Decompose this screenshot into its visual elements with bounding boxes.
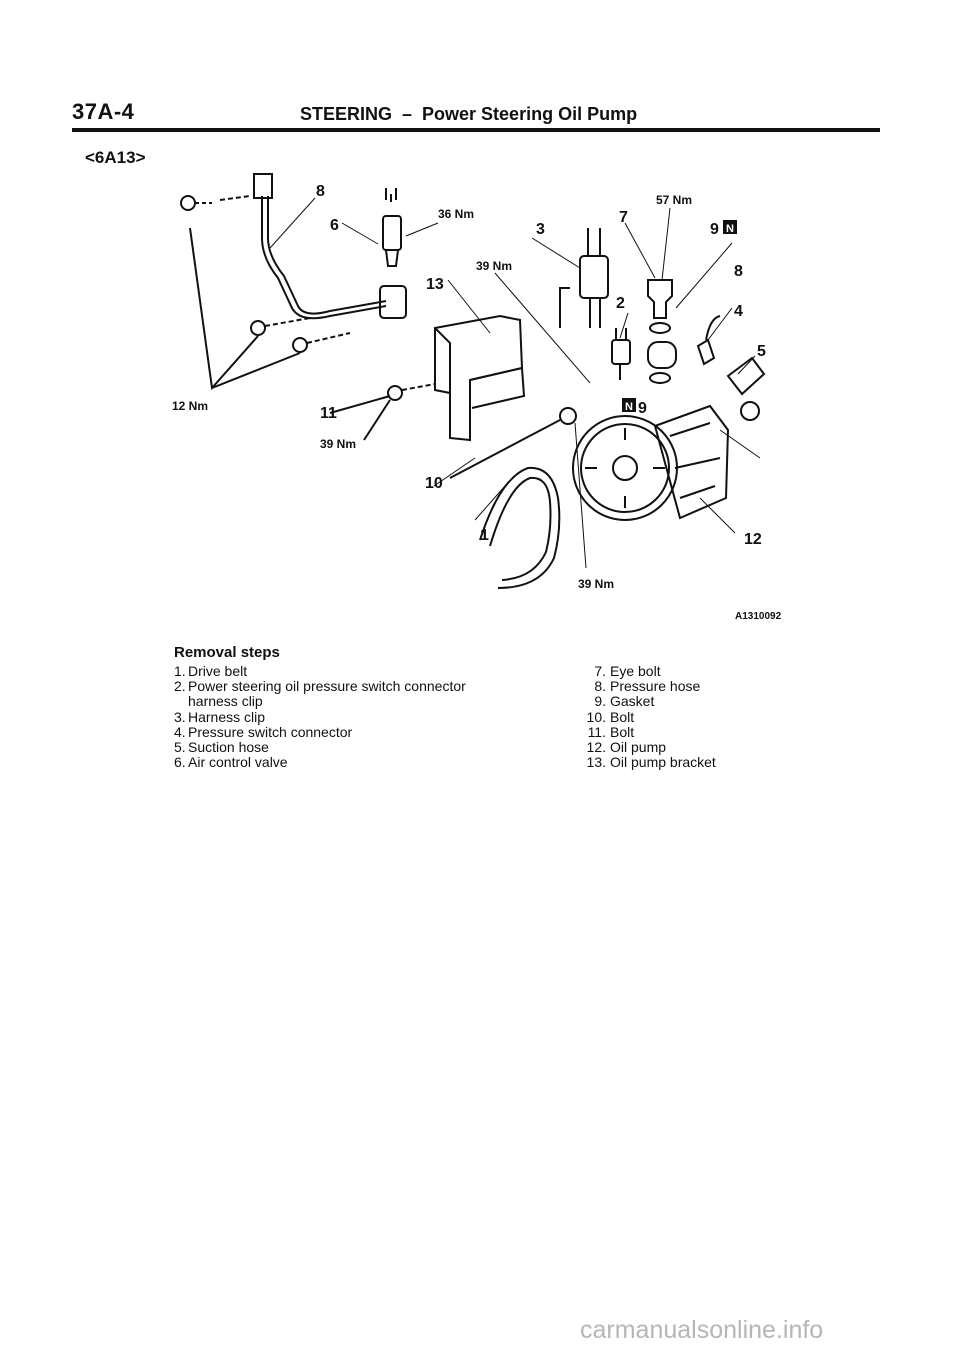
svg-text:12 Nm: 12 Nm (172, 399, 208, 413)
header-rule (72, 128, 880, 132)
svg-text:2: 2 (616, 295, 625, 312)
gasket (649, 372, 671, 384)
svg-text:8: 8 (734, 263, 743, 280)
watermark: carmanualsonline.info (580, 1316, 824, 1344)
n-symbol-icon: N N (622, 220, 737, 413)
svg-text:4: 4 (734, 303, 743, 320)
list-item: 1.Drive belt (174, 663, 248, 679)
removal-steps-left: 1.Drive belt 2.Power steering oil pressu… (174, 663, 474, 771)
air-control-valve (382, 215, 402, 251)
list-item: 6.Air control valve (174, 754, 288, 771)
pressure-hose-pipe (261, 196, 387, 320)
pressure-switch-connector (696, 338, 716, 366)
svg-text:9: 9 (638, 400, 647, 417)
list-item: 5.Suction hose (174, 739, 269, 756)
hose-union (379, 285, 407, 319)
svg-text:1: 1 (480, 527, 489, 544)
list-item: 12.Oil pump (586, 739, 667, 756)
svg-text:N: N (726, 223, 734, 235)
svg-text:13: 13 (426, 276, 444, 293)
removal-steps-right: 7.Eye bolt 8.Pressure hose 9.Gasket 10.B… (580, 663, 800, 771)
eye-bolt (647, 279, 673, 319)
svg-text:36 Nm: 36 Nm (438, 207, 474, 221)
bolt-icon (559, 407, 577, 425)
bolt-icon (250, 320, 266, 336)
oil-pump-body (653, 404, 730, 520)
list-item: 3.Harness clip (174, 708, 266, 725)
svg-text:6: 6 (330, 217, 339, 234)
gasket (649, 322, 671, 334)
list-item: 4.Pressure switch connector (174, 723, 353, 740)
svg-text:39 Nm: 39 Nm (578, 577, 614, 591)
svg-text:57 Nm: 57 Nm (656, 193, 692, 207)
oil-pump-bracket (434, 314, 524, 442)
svg-text:10: 10 (425, 475, 443, 492)
harness-clip (579, 255, 609, 299)
list-item: 7.Eye bolt (594, 663, 661, 679)
svg-text:3: 3 (536, 221, 545, 238)
model-code: <6A13> (85, 148, 146, 167)
list-item: 8.Pressure hose (594, 678, 701, 695)
list-item: 13.Oil pump bracket (586, 754, 716, 771)
bolt-icon (387, 385, 403, 401)
bolt-icon (180, 195, 196, 211)
svg-text:11: 11 (320, 405, 337, 422)
connector-clip (611, 339, 631, 365)
drive-belt (479, 466, 561, 589)
page-number: 37A-4 (72, 99, 135, 124)
svg-text:9: 9 (710, 221, 719, 238)
list-item: 9.Gasket (594, 693, 655, 710)
pressure-hose-eye (647, 341, 677, 369)
svg-text:39 Nm: 39 Nm (320, 437, 356, 451)
svg-text:12: 12 (744, 531, 762, 548)
svg-text:8: 8 (316, 183, 325, 200)
svg-text:5: 5 (757, 343, 766, 360)
bolt-icon (292, 337, 308, 353)
svg-text:7: 7 (619, 209, 628, 226)
svg-text:N: N (625, 401, 633, 413)
suction-hose (726, 356, 766, 396)
svg-text:39 Nm: 39 Nm (476, 259, 512, 273)
list-item: 11.Bolt (587, 723, 635, 740)
removal-steps-title: Removal steps (174, 644, 280, 661)
section-title: STEERING – Power Steering Oil Pump (300, 104, 638, 124)
list-item: 10.Bolt (586, 708, 635, 725)
hose-fitting (253, 173, 273, 199)
hose-clamp (740, 401, 760, 421)
exploded-diagram: 8 6 3 7 9 8 13 2 4 5 9 11 10 1 12 N N 12… (172, 173, 766, 591)
list-item: 2.Power steering oil pressure switch con… (174, 678, 466, 710)
figure-id: A1310092 (735, 611, 782, 622)
